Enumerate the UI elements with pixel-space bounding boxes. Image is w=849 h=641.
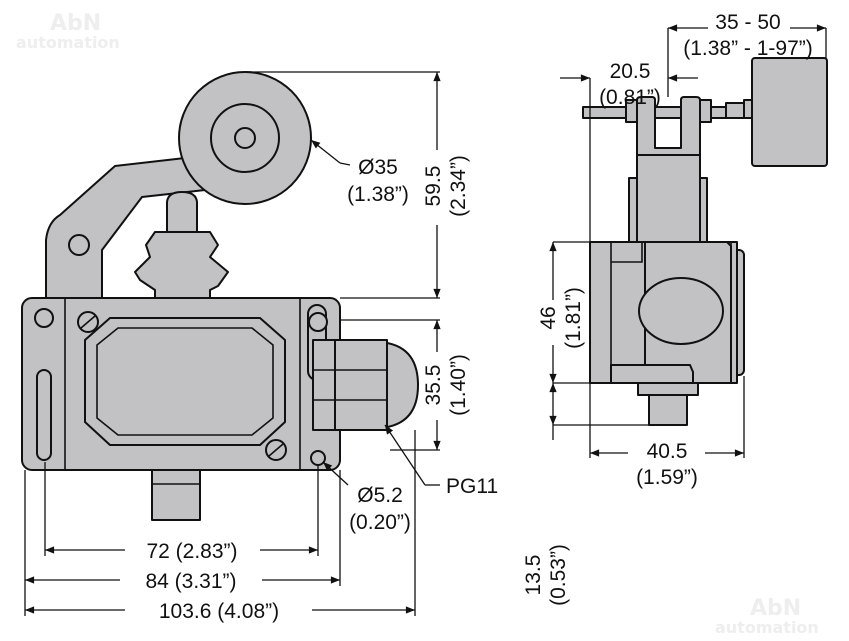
gland-nut — [312, 339, 336, 431]
pivot-hole — [68, 234, 90, 256]
end-view — [582, 57, 828, 426]
dim-rod-offset: 20.5 — [610, 60, 651, 83]
mount-hole — [308, 312, 328, 332]
mount-hole — [34, 308, 54, 328]
cover-outline — [84, 317, 286, 446]
side-dimensions: 59.5(2.34”) Ø35 (1.38”) 35.5(1.40”) PG11… — [24, 71, 498, 623]
dim-width-total: 103.6 (4.08”) — [159, 600, 279, 623]
svg-text:AbN: AbN — [50, 11, 101, 36]
bottom-plunger-end — [648, 394, 688, 426]
end-dimensions: 35 - 50 (1.38” - 1-97”) 20.5 (0.81”) 46(… — [522, 11, 827, 606]
bottom-plunger — [151, 469, 201, 521]
side-view — [21, 71, 419, 521]
dim-body-depth: 40.5 — [647, 440, 688, 463]
mounting-slot-left — [36, 369, 52, 461]
dim-height-to-roller: 59.5(2.34”) — [422, 155, 470, 217]
dim-plunger-height: 13.5(0.53”) — [522, 544, 570, 606]
roller-side — [751, 57, 828, 167]
dim-roller-diameter-inch: (1.38”) — [347, 183, 409, 206]
clevis — [636, 96, 701, 156]
lever-column — [636, 154, 701, 243]
dim-width-body: 84 (3.31”) — [145, 570, 236, 593]
svg-text:automation: automation — [715, 618, 819, 637]
dim-hole-diameter-inch: (0.20”) — [349, 511, 411, 534]
bottom-rail — [610, 364, 694, 384]
mount-hole-5-2 — [310, 450, 326, 466]
cable-gland-pg11 — [334, 339, 388, 431]
dim-body-depth-inch: (1.59”) — [636, 466, 698, 489]
dim-rod-offset-inch: (0.81”) — [599, 86, 661, 109]
plunger-collar — [637, 382, 699, 396]
dim-arm-adjust-inch: (1.38” - 1-97”) — [683, 37, 813, 60]
svg-text:automation: automation — [16, 33, 120, 52]
dim-roller-diameter: Ø35 — [358, 156, 398, 179]
watermark-logo-bottom: AbN automation — [715, 596, 819, 637]
gland-dome — [379, 341, 419, 429]
gland-end — [638, 277, 724, 345]
label-pg11: PG11 — [446, 475, 498, 498]
lever-arm — [45, 157, 206, 299]
plunger-top — [166, 191, 198, 233]
roller-washer — [743, 99, 753, 119]
dim-body-height: 46(1.81”) — [537, 287, 585, 349]
dim-arm-adjust: 35 - 50 — [715, 11, 780, 34]
svg-text:AbN: AbN — [750, 596, 801, 621]
roller-axle — [234, 127, 256, 149]
dim-width-holes: 72 (2.83”) — [146, 540, 237, 563]
dim-gland-height: 35.5(1.40”) — [422, 354, 470, 416]
rubber-boot — [134, 231, 229, 299]
watermark-logo-top: AbN automation — [16, 11, 120, 52]
dim-hole-diameter: Ø5.2 — [357, 484, 403, 507]
